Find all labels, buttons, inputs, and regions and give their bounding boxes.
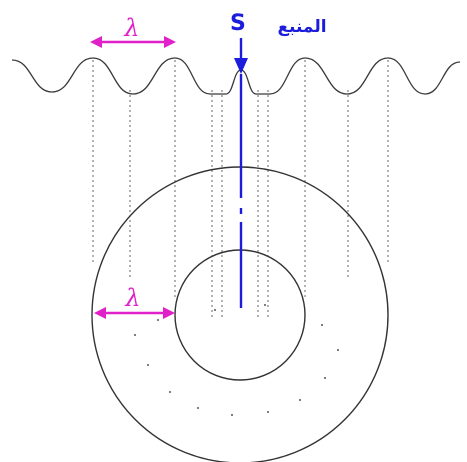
projection-lines bbox=[92, 60, 389, 318]
wavelength-arrow-top bbox=[90, 36, 176, 48]
wavelength-label-ring: λ bbox=[124, 284, 140, 312]
wave-profile bbox=[11, 57, 461, 95]
source-marker bbox=[234, 38, 248, 308]
ring-dots bbox=[134, 304, 339, 416]
source-arrow-head bbox=[234, 58, 248, 74]
source-label: المنبع bbox=[277, 17, 326, 37]
wavelength-label-top: λ bbox=[123, 14, 139, 42]
wavelength-arrow-ring bbox=[94, 307, 175, 319]
source-letter: S bbox=[230, 11, 246, 36]
